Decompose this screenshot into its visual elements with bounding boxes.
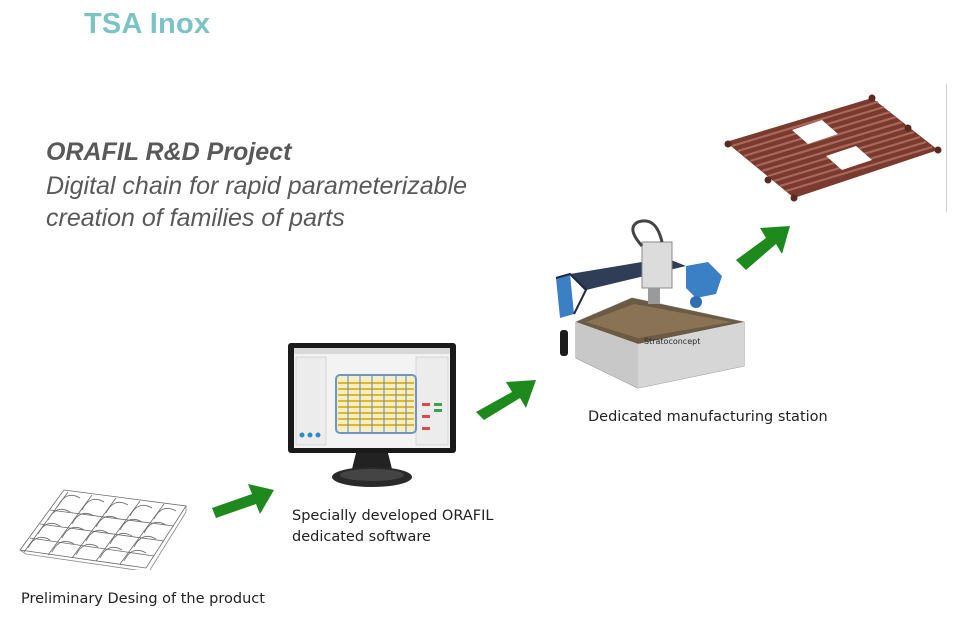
step-caption-station: Dedicated manufacturing station: [588, 409, 828, 425]
project-title: ORAFIL R&D Project: [46, 138, 292, 166]
machine-brand-label: Stratoconcept: [644, 337, 700, 346]
rack-part-icon: [724, 94, 942, 202]
monitor-icon: [288, 343, 456, 487]
brand-title: TSA Inox: [84, 8, 211, 40]
green-arrow-icon: [212, 484, 274, 518]
wireframe-mesh-icon: [19, 489, 187, 570]
green-arrow-icon: [736, 226, 790, 270]
cnc-machine-icon: Stratoconcept: [555, 219, 745, 389]
project-description: Digital chain for rapid parameterizable …: [46, 172, 468, 232]
divider-line: [946, 84, 947, 212]
step-caption-design: Preliminary Desing of the product: [21, 591, 265, 607]
green-arrow-icon: [476, 380, 536, 420]
step-caption-software: Specially developed ORAFIL dedicated sof…: [292, 508, 494, 545]
